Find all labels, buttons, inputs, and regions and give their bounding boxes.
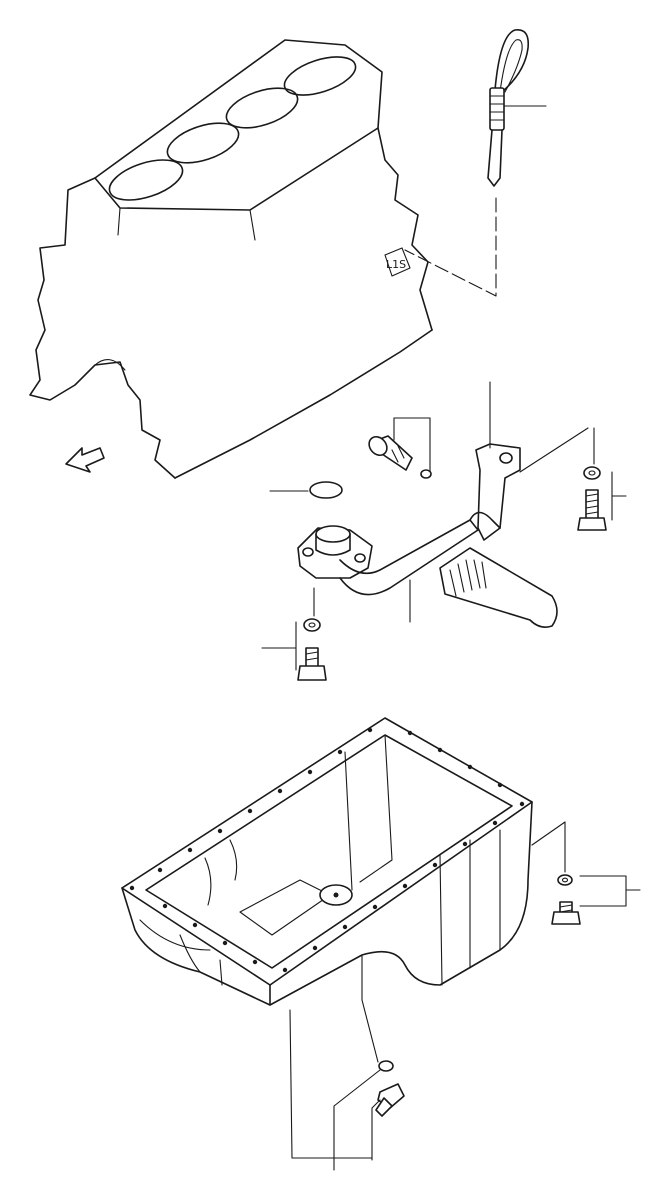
oil-pan bbox=[121, 717, 533, 1006]
strainer-washer bbox=[583, 466, 601, 480]
engine-block: L1S bbox=[29, 39, 433, 479]
strainer-bolt-leader bbox=[519, 427, 595, 473]
strainer-bolt bbox=[577, 489, 607, 531]
pan-bolt-leader bbox=[531, 821, 641, 907]
drain-plug bbox=[375, 1083, 405, 1117]
strainer-bracket bbox=[475, 381, 521, 541]
pan-washer bbox=[557, 874, 573, 886]
strainer-bolt-bracket bbox=[611, 471, 627, 521]
pan-flange-holes bbox=[129, 727, 525, 973]
front-direction-arrow-icon bbox=[65, 447, 105, 473]
flange-bolt bbox=[297, 647, 327, 681]
oil-strainer-pipe bbox=[297, 511, 558, 628]
drain-gasket bbox=[378, 1060, 394, 1072]
flange-washer bbox=[303, 618, 321, 632]
flange-bolt-leader bbox=[261, 587, 315, 671]
bracket-washer bbox=[420, 469, 432, 479]
block-marking: L1S bbox=[386, 258, 406, 271]
pan-bolt bbox=[551, 901, 581, 925]
o-ring bbox=[269, 481, 343, 499]
drain-leader bbox=[289, 999, 381, 1171]
bracket-bolt bbox=[368, 435, 413, 471]
oil-dipstick bbox=[404, 29, 547, 297]
bracket-bolt-leader bbox=[393, 417, 431, 473]
